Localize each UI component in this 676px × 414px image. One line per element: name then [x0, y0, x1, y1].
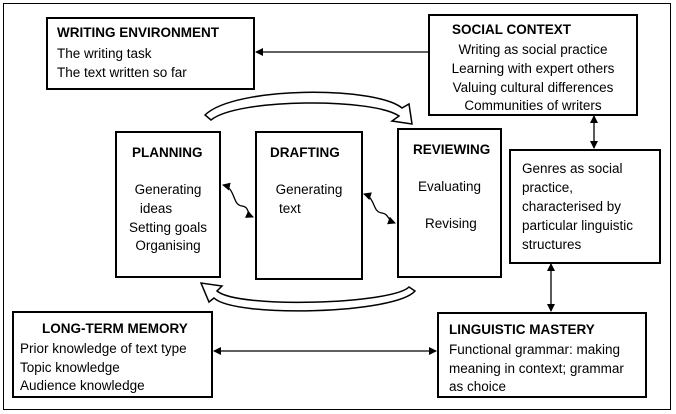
social-context-line: Communities of writers	[464, 98, 602, 113]
writing-environment-line: The writing task	[57, 46, 152, 61]
planning-line: Setting goals	[128, 220, 208, 235]
planning-line: Generating	[134, 182, 202, 197]
planning-box: PLANNING Generating ideas Setting goals …	[115, 131, 221, 278]
social-context-box: SOCIAL CONTEXT Writing as social practic…	[428, 14, 638, 116]
diagram-frame	[3, 3, 671, 410]
reviewing-line: Revising	[425, 216, 477, 231]
drafting-title: DRAFTING	[270, 145, 340, 160]
genres-line: characterised by	[522, 199, 622, 214]
arrow-drafting-reviewing	[363, 192, 396, 225]
genres-line: particular linguistic	[522, 218, 634, 233]
linguistic-mastery-line: meaning in context; grammar	[449, 361, 624, 376]
long-term-memory-line: Prior knowledge of text type	[20, 341, 187, 356]
linguistic-mastery-line: as choice	[449, 379, 507, 394]
long-term-memory-box: LONG-TERM MEMORY Prior knowledge of text…	[12, 311, 213, 398]
drafting-line: Generating	[275, 182, 343, 197]
genres-line: Genres as social	[522, 161, 623, 176]
long-term-memory-line: Audience knowledge	[20, 378, 145, 393]
reviewing-line: Evaluating	[418, 179, 482, 194]
writing-environment-box: WRITING ENVIRONMENT The writing task The…	[46, 17, 255, 90]
social-context-title: SOCIAL CONTEXT	[452, 22, 572, 37]
social-context-line: Valuing cultural differences	[452, 80, 614, 95]
writing-environment-line: The text written so far	[57, 65, 187, 80]
arrow-planning-drafting	[222, 182, 254, 218]
long-term-memory-title: LONG-TERM MEMORY	[42, 321, 188, 336]
drafting-line: text	[279, 201, 301, 216]
genres-line: practice,	[522, 180, 574, 195]
reviewing-box: REVIEWING Evaluating Revising	[397, 128, 502, 278]
linguistic-mastery-box: LINGUISTIC MASTERY Functional grammar: m…	[437, 312, 647, 398]
linguistic-mastery-line: Functional grammar: making	[449, 342, 621, 357]
reviewing-title: REVIEWING	[413, 142, 491, 157]
planning-line: Organising	[135, 238, 201, 253]
genres-line: structures	[522, 237, 582, 252]
social-context-line: Learning with expert others	[451, 61, 615, 76]
linguistic-mastery-title: LINGUISTIC MASTERY	[449, 322, 595, 337]
cycle-arrow-top	[203, 91, 413, 125]
planning-line: ideas	[139, 201, 173, 216]
genres-box: Genres as social practice, characterised…	[509, 149, 661, 264]
social-context-line: Writing as social practice	[458, 42, 608, 57]
planning-title: PLANNING	[132, 145, 203, 160]
writing-environment-title: WRITING ENVIRONMENT	[57, 25, 219, 40]
long-term-memory-line: Topic knowledge	[20, 360, 120, 375]
cycle-arrow-bottom	[199, 282, 417, 312]
drafting-box: DRAFTING Generating text	[255, 131, 363, 280]
